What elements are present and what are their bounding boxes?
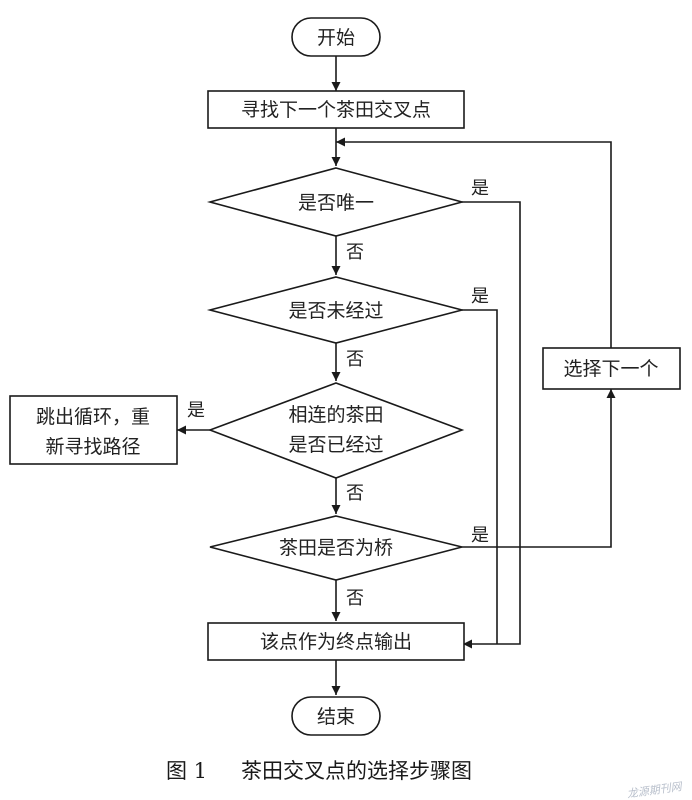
break-loop-node-shape (9, 395, 178, 465)
end-node-shape (291, 696, 381, 736)
is-unique-label: 是否唯一 (298, 192, 374, 214)
bridge-no-label: 否 (346, 588, 364, 609)
edge-bridge-yes-to-select (462, 389, 616, 548)
select-next-label: 选择下一个 (563, 358, 658, 380)
edge-notvisited-yes-to-output (462, 309, 498, 644)
break-loop-label-line2: 新寻找路径 (45, 436, 140, 458)
unique-yes-label: 是 (471, 178, 489, 199)
figure-caption: 图 1 茶田交叉点的选择步骤图 (166, 759, 472, 783)
not-visited-decision-shape (206, 276, 466, 344)
caption-figure-number: 图 1 (166, 759, 207, 783)
select-next-node-shape (542, 347, 681, 390)
edge-select-loop-to-unique (336, 137, 612, 348)
is-bridge-label: 茶田是否为桥 (279, 537, 393, 559)
node-labels: 开始 寻找下一个茶田交叉点 是否唯一 是否未经过 相连的茶田 是否已经过 茶田是… (36, 27, 659, 728)
not-visited-yes-label: 是 (471, 286, 489, 307)
start-node-label: 开始 (317, 27, 355, 49)
bridge-yes-label: 是 (471, 525, 489, 546)
nodes (9, 17, 681, 736)
end-node-label: 结束 (317, 706, 355, 728)
is-unique-decision-shape (206, 167, 466, 237)
caption-title: 茶田交叉点的选择步骤图 (241, 759, 472, 783)
break-loop-label-line1: 跳出循环，重 (36, 406, 150, 428)
find-next-node-label: 寻找下一个茶田交叉点 (241, 99, 431, 121)
start-node-shape (291, 17, 381, 57)
connected-label-line2: 是否已经过 (288, 434, 383, 456)
edge-unique-yes-to-output (462, 201, 521, 649)
find-next-node-shape (207, 90, 465, 129)
is-bridge-decision-shape (209, 515, 463, 581)
edge-labels: 是 否 是 否 是 否 是 否 (187, 178, 489, 609)
output-end-point-node-shape (207, 622, 465, 661)
connected-label-line1: 相连的茶田 (288, 404, 383, 426)
not-visited-label: 是否未经过 (288, 300, 383, 322)
not-visited-no-label: 否 (346, 349, 364, 370)
watermark-text: 龙源期刊网 (626, 780, 684, 800)
output-end-point-label: 该点作为终点输出 (260, 631, 412, 653)
connected-yes-label: 是 (187, 400, 205, 421)
unique-no-label: 否 (346, 242, 364, 263)
edges (177, 56, 616, 695)
connected-visited-decision-shape (207, 382, 465, 479)
connected-no-label: 否 (346, 483, 364, 504)
